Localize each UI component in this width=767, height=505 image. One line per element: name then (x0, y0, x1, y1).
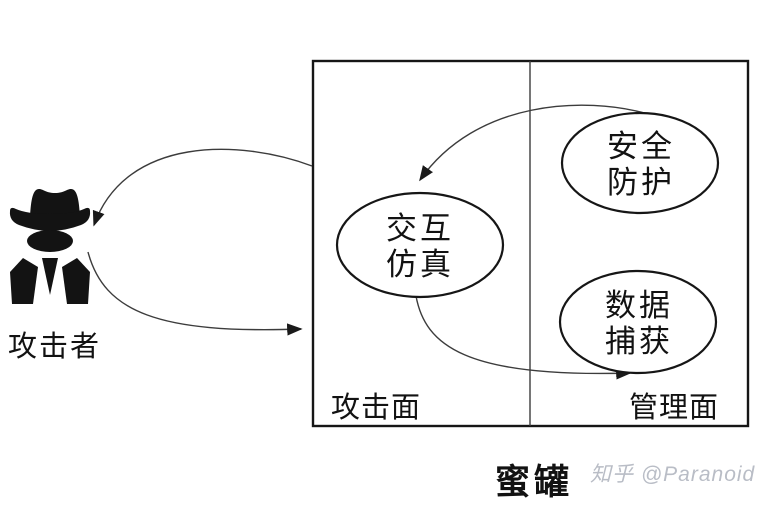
interaction-node-label: 交互 仿真 (386, 211, 454, 282)
capture-node-ellipse (558, 269, 718, 375)
diagram-graphics (9, 59, 750, 428)
arrow-security-to-interaction (419, 104, 649, 182)
watermark-text: 知乎 @Paranoid (590, 463, 756, 486)
security-node-ellipse (560, 111, 720, 215)
arrow-attacker-to-box (87, 251, 303, 336)
attacker-label: 攻击者 (8, 331, 102, 363)
interaction-node-ellipse (335, 191, 505, 299)
diagram-caption-title: 蜜罐 (495, 463, 574, 502)
capture-node-label: 数据 捕获 (605, 288, 673, 359)
arrow-box-to-attacker (92, 148, 313, 227)
arrow-interaction-to-capture (415, 295, 632, 380)
attacker-spy-icon (9, 189, 91, 304)
security-node-label: 安全 防护 (607, 129, 675, 200)
attack-surface-label: 攻击面 (331, 392, 422, 424)
management-surface-label: 管理面 (629, 392, 720, 424)
honeypot-architecture-diagram: 攻击者 交互 仿真 安全 防护 数据 捕获 攻击面 管理面 蜜罐 知乎 @Par… (8, 59, 754, 502)
